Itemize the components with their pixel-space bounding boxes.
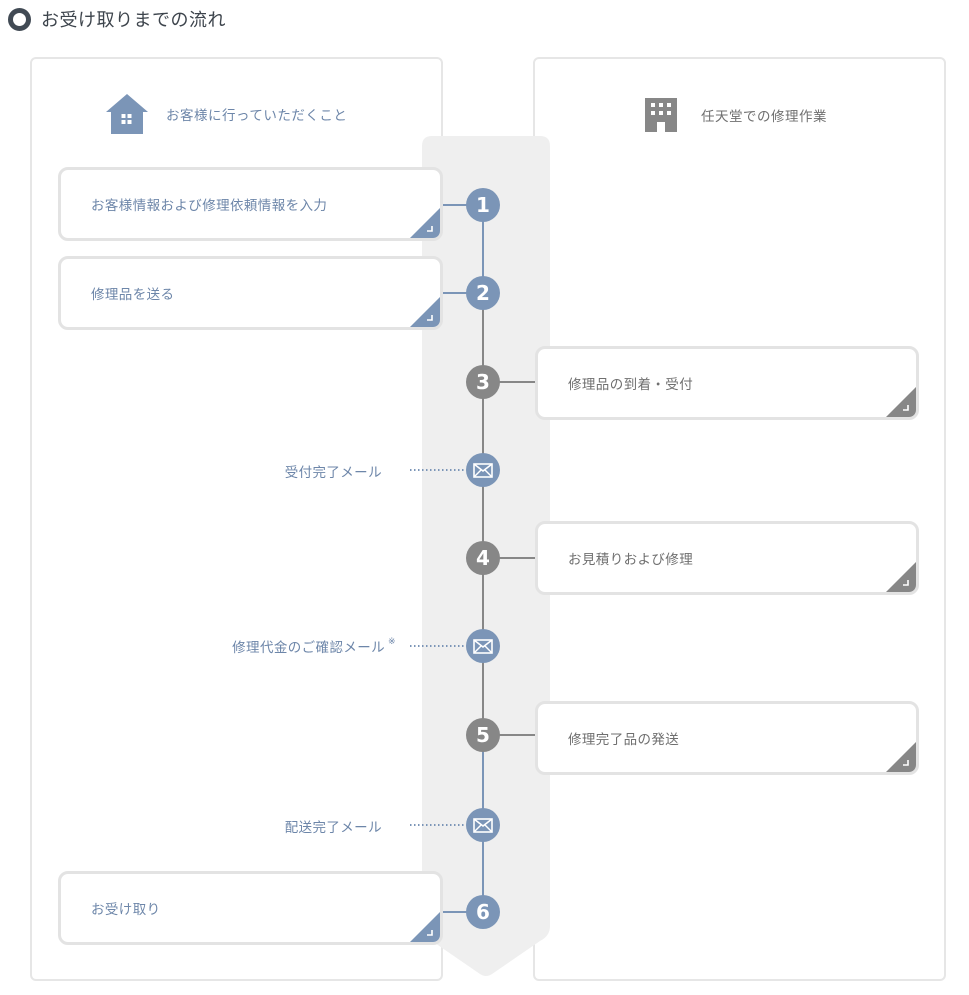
envelope-icon xyxy=(473,817,493,833)
step-card-1[interactable]: お客様情報および修理依頼情報を入力 xyxy=(58,167,443,241)
corner-arrow-icon xyxy=(410,208,440,238)
step-card-label: お客様情報および修理依頼情報を入力 xyxy=(91,198,328,214)
mail-node-3 xyxy=(466,808,500,842)
nintendo-column-header: 任天堂での修理作業 xyxy=(643,96,827,134)
customer-column-header: お客様に行っていただくこと xyxy=(104,92,347,136)
nintendo-column-title: 任天堂での修理作業 xyxy=(701,109,827,125)
step-number-5: 5 xyxy=(466,718,500,752)
step-card-label: お受け取り xyxy=(91,902,161,918)
section-heading: お受け取りまでの流れ xyxy=(8,6,226,32)
mail-node-1 xyxy=(466,453,500,487)
step-card-6[interactable]: お受け取り xyxy=(58,871,443,945)
corner-arrow-icon xyxy=(886,562,916,592)
step-card-3[interactable]: 修理品の到着・受付 xyxy=(535,346,919,420)
step-card-label: 修理完了品の発送 xyxy=(568,732,680,748)
step-card-label: 修理品を送る xyxy=(91,287,175,303)
customer-column-title: お客様に行っていただくこと xyxy=(166,108,348,124)
step-number-6: 6 xyxy=(466,895,500,929)
page-title: お受け取りまでの流れ xyxy=(41,10,226,31)
envelope-icon xyxy=(473,638,493,654)
circle-bullet-icon xyxy=(8,7,31,31)
step-number-4: 4 xyxy=(466,541,500,575)
email-label-delivery: 配送完了メール xyxy=(200,816,382,836)
corner-arrow-icon xyxy=(410,297,440,327)
corner-arrow-icon xyxy=(886,742,916,772)
email-label-payment: 修理代金のご確認メール※ xyxy=(150,636,396,657)
step-card-4[interactable]: お見積りおよび修理 xyxy=(535,521,919,595)
step-card-label: 修理品の到着・受付 xyxy=(568,377,694,393)
email-label-text: 配送完了メール xyxy=(284,820,382,836)
email-label-reception: 受付完了メール xyxy=(200,461,382,481)
nintendo-column xyxy=(533,57,946,981)
step-number-1: 1 xyxy=(466,188,500,222)
mail-node-2 xyxy=(466,629,500,663)
email-label-text: 修理代金のご確認メール xyxy=(232,640,386,656)
step-number-3: 3 xyxy=(466,365,500,399)
building-icon xyxy=(643,96,679,134)
house-icon xyxy=(104,92,150,136)
corner-arrow-icon xyxy=(886,387,916,417)
step-card-label: お見積りおよび修理 xyxy=(568,552,694,568)
step-card-5[interactable]: 修理完了品の発送 xyxy=(535,701,919,775)
footnote-mark: ※ xyxy=(388,636,396,647)
step-card-2[interactable]: 修理品を送る xyxy=(58,256,443,330)
step-number-2: 2 xyxy=(466,276,500,310)
corner-arrow-icon xyxy=(410,912,440,942)
email-label-text: 受付完了メール xyxy=(284,465,382,481)
envelope-icon xyxy=(473,462,493,478)
